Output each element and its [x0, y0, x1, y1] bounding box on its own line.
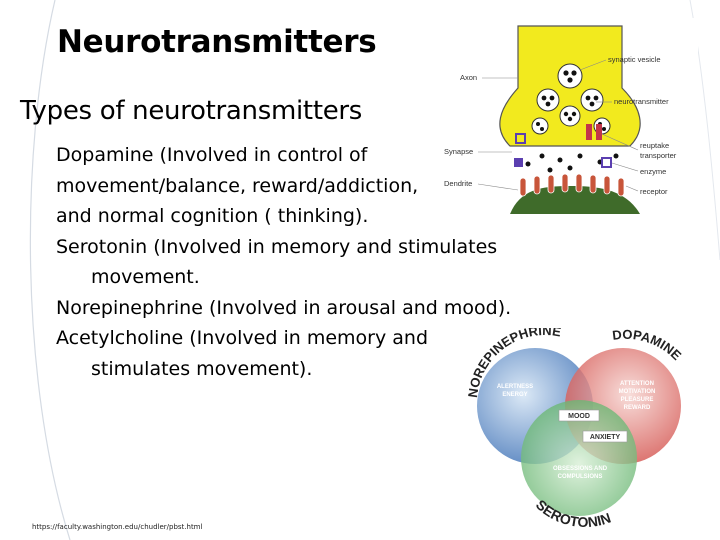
svg-text:PLEASURE: PLEASURE — [621, 397, 654, 403]
svg-text:Synapse: Synapse — [444, 147, 473, 156]
list-item-continuation: movement. — [91, 266, 200, 288]
slide-subtitle: Types of neurotransmitters — [20, 96, 363, 126]
svg-text:Axon: Axon — [460, 73, 477, 82]
svg-text:COMPULSIONS: COMPULSIONS — [558, 474, 603, 480]
list-item-continuation: movement/balance, reward/addiction, — [56, 174, 419, 197]
serotonin-circle — [521, 400, 637, 516]
svg-text:receptor: receptor — [640, 187, 668, 196]
item-name: Acetylcholine — [56, 327, 184, 349]
svg-text:OBSESSIONS AND: OBSESSIONS AND — [553, 466, 608, 472]
svg-text:MOTIVATION: MOTIVATION — [619, 389, 656, 395]
svg-text:synaptic vesicle: synaptic vesicle — [608, 55, 661, 64]
item-name: Norepinephrine — [56, 296, 203, 319]
svg-text:ALERTNESS: ALERTNESS — [497, 384, 533, 390]
synaptic-vesicles — [531, 63, 611, 135]
svg-text:reuptake: reuptake — [640, 141, 669, 150]
neurotransmitter-venn-diagram: NOREPINEPHRINE DOPAMINE SEROTONIN ALERTN… — [455, 328, 700, 528]
source-url[interactable]: https://faculty.washington.edu/chudler/p… — [32, 523, 203, 531]
list-item: Serotonin (Involved in memory and stimul… — [56, 232, 536, 263]
neurotransmitter-list: Dopamine (Involved in control of movemen… — [56, 140, 536, 384]
item-name: Dopamine — [56, 144, 154, 166]
svg-text:MOOD: MOOD — [568, 413, 590, 420]
item-description: (Involved in memory and — [183, 327, 428, 349]
svg-text:neurotransmitter: neurotransmitter — [614, 97, 669, 106]
list-item-continuation: stimulates movement). — [91, 357, 313, 380]
svg-text:REWARD: REWARD — [624, 405, 651, 411]
item-name: Serotonin — [56, 235, 148, 258]
svg-text:Dendrite: Dendrite — [444, 179, 472, 188]
item-description: (Involved in control of — [153, 144, 368, 166]
synapse-diagram: Axon synaptic vesicle neurotransmitter S… — [430, 18, 698, 214]
svg-text:transporter: transporter — [640, 151, 677, 160]
list-item: Dopamine (Involved in control of — [56, 140, 536, 171]
list-item-continuation: and normal cognition ( thinking). — [56, 205, 369, 227]
item-description: (Involved in arousal and mood). — [202, 296, 512, 319]
item-description: (Involved in memory and stimulates — [147, 235, 498, 258]
svg-text:ENERGY: ENERGY — [502, 392, 527, 398]
list-item: Acetylcholine (Involved in memory and — [56, 323, 536, 354]
svg-text:ANXIETY: ANXIETY — [590, 434, 621, 441]
svg-text:ATTENTION: ATTENTION — [620, 381, 654, 387]
list-item: Norepinephrine (Involved in arousal and … — [56, 293, 536, 324]
svg-text:enzyme: enzyme — [640, 167, 666, 176]
slide-title: Neurotransmitters — [57, 24, 377, 60]
